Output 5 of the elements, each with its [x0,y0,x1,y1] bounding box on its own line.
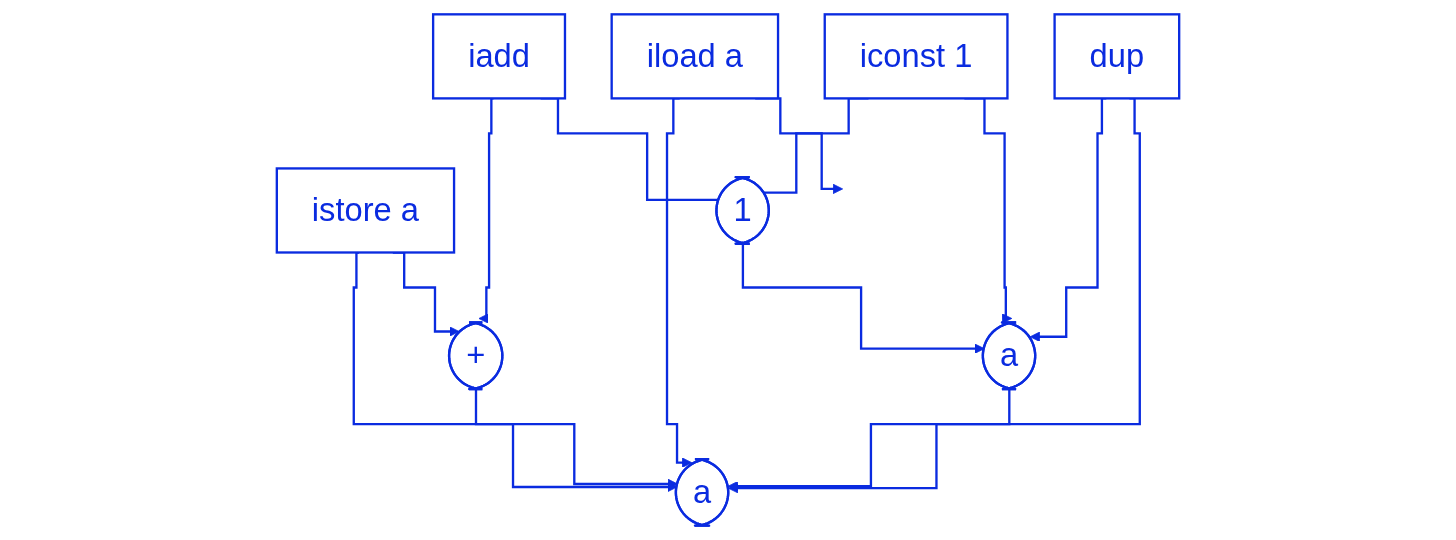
node-box: dup [1053,13,1181,100]
node-box: iadd [431,13,567,100]
node-box: iconst 1 [823,13,1009,100]
node-box: iload a [610,13,780,100]
node-box: istore a [275,167,456,254]
